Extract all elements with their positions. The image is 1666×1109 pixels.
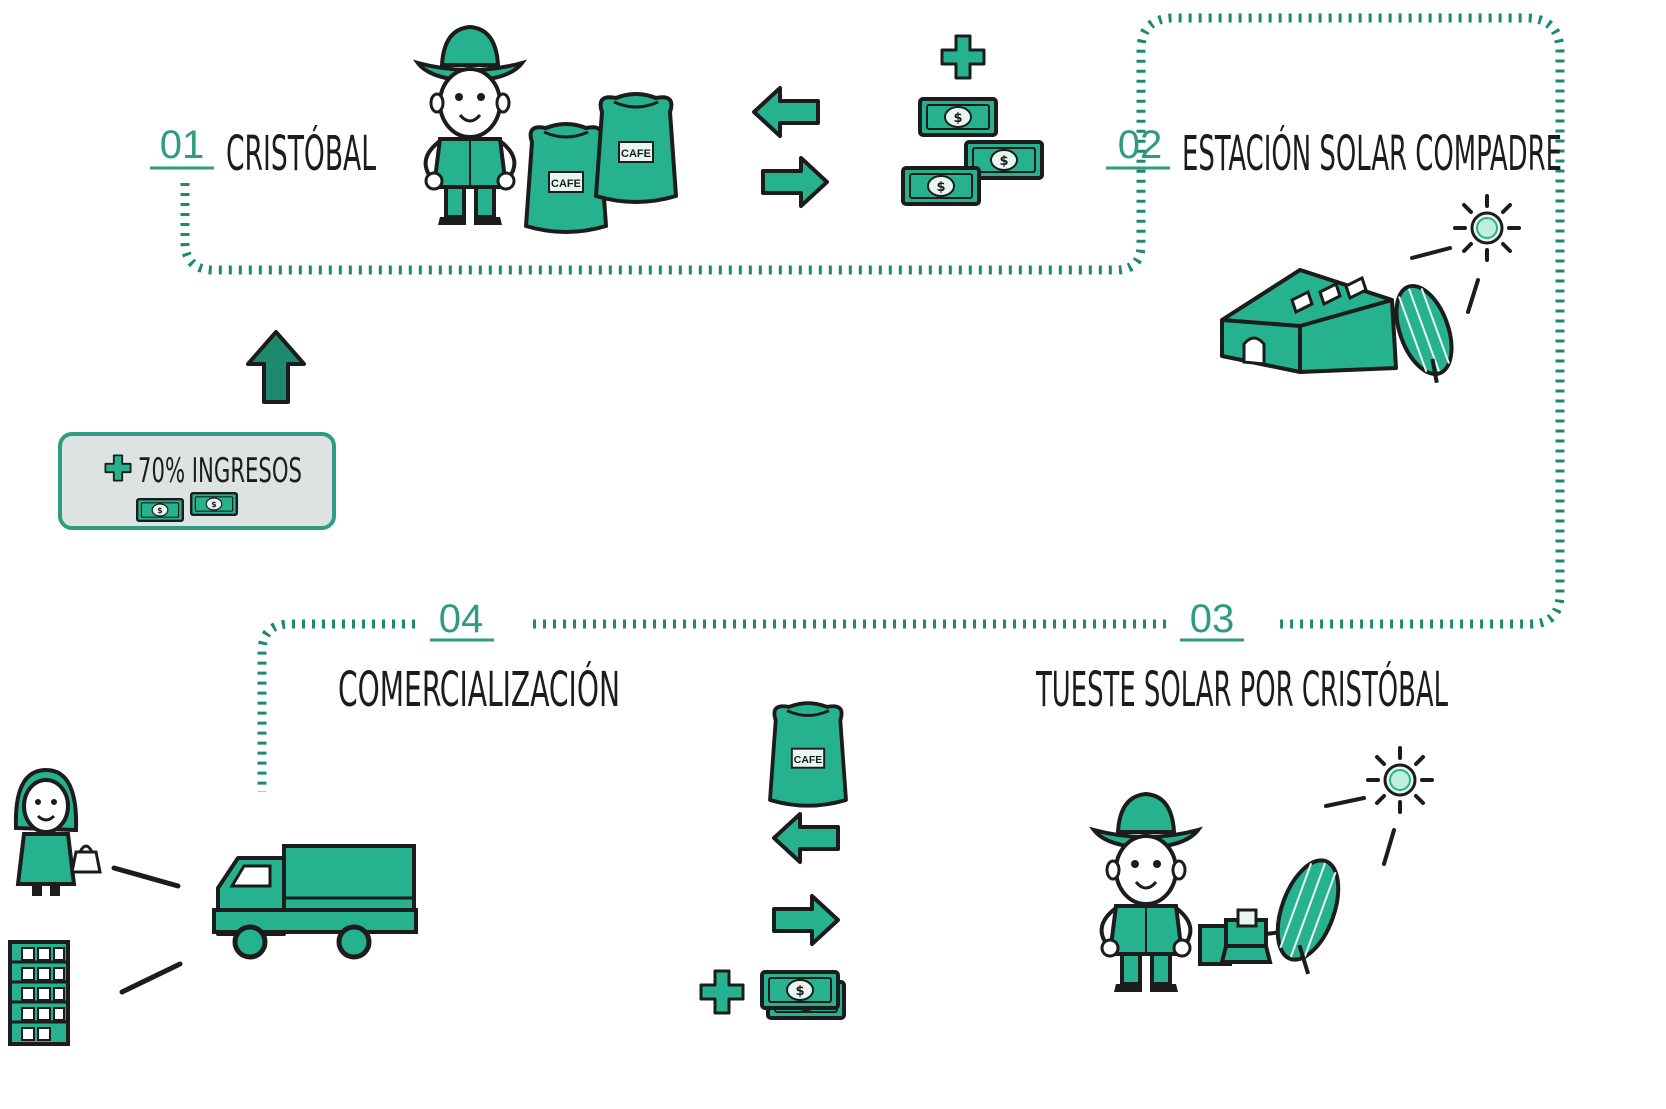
sun-icon [1453,194,1521,262]
shop-shelf-icon [8,940,70,1046]
arrow-right-icon [761,156,829,208]
money-stack-icon [760,970,846,1020]
arrow-left-icon [772,812,840,864]
arrow-left-icon [752,86,820,138]
coffee-sack-icon [768,701,848,808]
step-02: 02 ESTACIÓN SOLAR COMPADRE [1106,123,1562,182]
money-stack-icon [901,97,1044,206]
plus-icon [940,34,986,80]
farmer-icon [416,25,524,227]
truck-icon [212,844,418,960]
farmer-icon [1092,792,1200,994]
sun-icon [1366,746,1434,814]
solar-dish-icon [1394,284,1454,384]
customer-woman-icon [13,767,102,896]
arrow-up-icon [246,330,306,404]
step-04: 04 COMERCIALIZACIÓN [338,597,620,718]
step-02-number: 02 [1118,123,1163,167]
step-01-number: 01 [160,123,205,167]
flow-dotted-path [180,13,1565,792]
income-box-text: 70% INGRESOS [138,451,302,491]
step-01-label: CRISTÓBAL [226,125,376,182]
step-01: 01 CRISTÓBAL [150,123,376,182]
coffee-sack-icon [524,122,608,234]
step-02-label: ESTACIÓN SOLAR COMPADRE [1182,125,1562,182]
solar-dish-icon [1275,858,1341,975]
arrow-right-icon [772,894,840,946]
coffee-sack-icon [594,92,678,204]
income-box: 70% INGRESOS [58,432,336,530]
step-04-label: COMERCIALIZACIÓN [338,661,620,718]
step-03: 03 TUESTE SOLAR POR CRISTÓBAL [1035,597,1448,718]
solar-house-icon [1220,268,1398,374]
step-03-label: TUESTE SOLAR POR CRISTÓBAL [1035,661,1448,718]
plus-icon [699,969,745,1015]
step-03-number: 03 [1190,597,1235,641]
step-04-number: 04 [439,597,484,641]
